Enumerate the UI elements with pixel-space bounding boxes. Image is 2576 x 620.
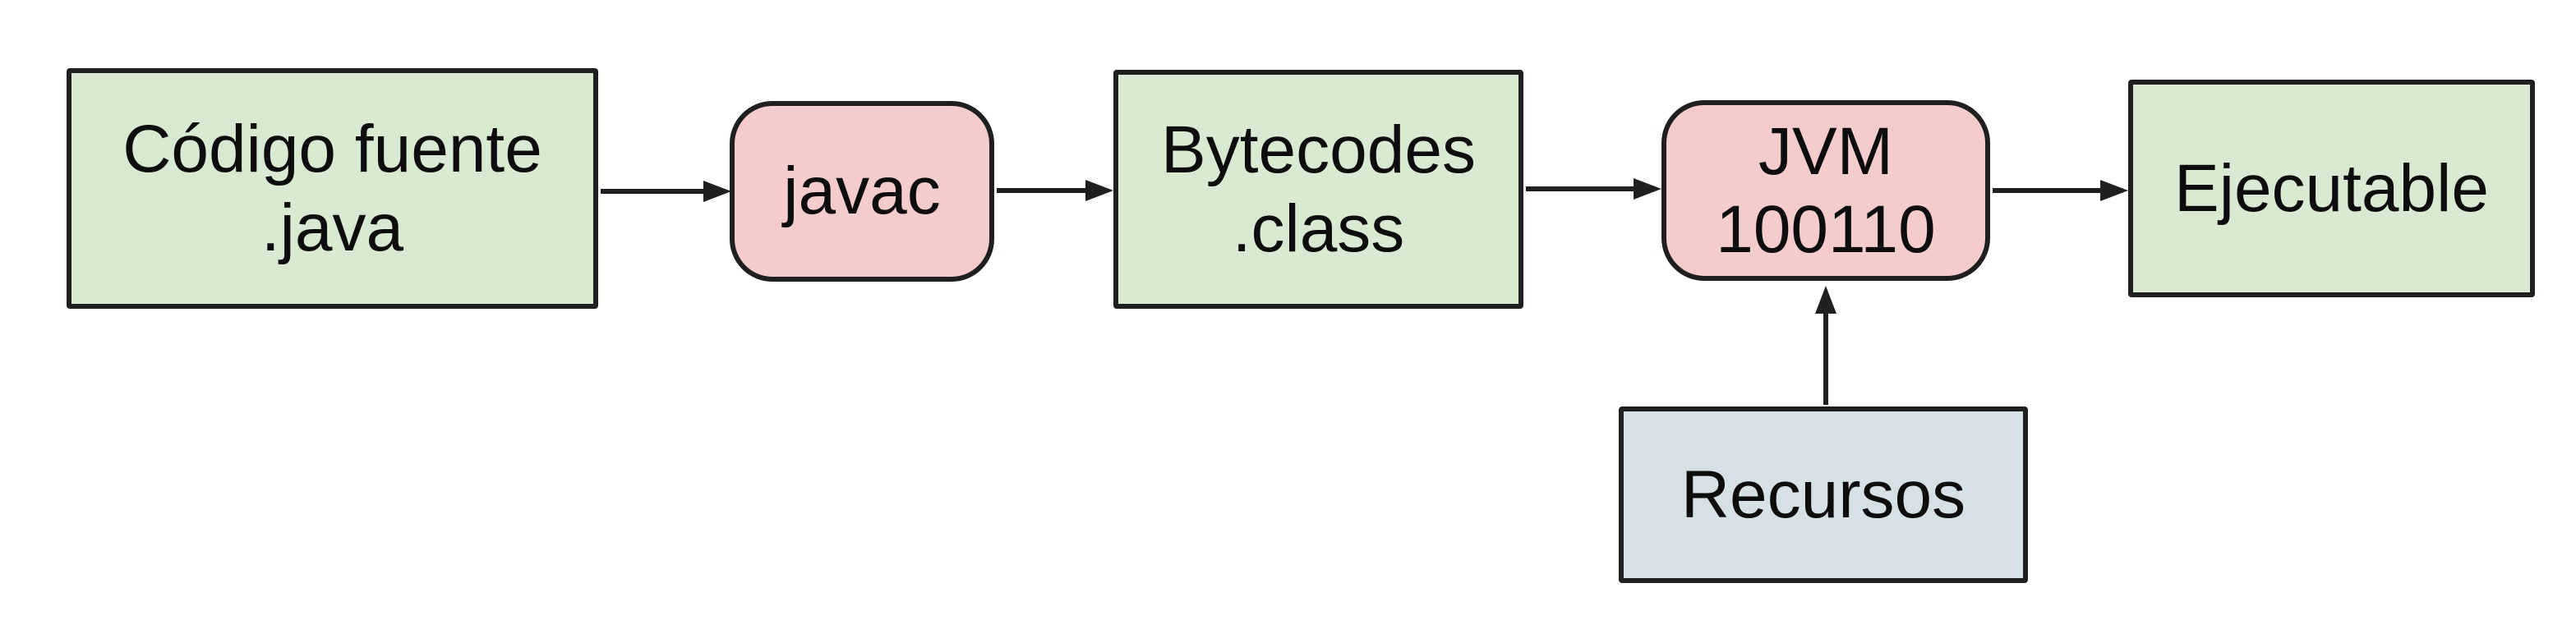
node-label: Ejecutable <box>2174 150 2489 226</box>
node-recursos: Recursos <box>1619 406 2028 583</box>
arrow-recursos-to-jvm <box>1815 286 1836 405</box>
arrow-bytecodes-to-jvm <box>1526 178 1661 200</box>
arrow-javac-to-bytecodes <box>997 180 1113 201</box>
arrow-source-to-javac <box>601 181 731 202</box>
node-label: Recursos <box>1680 457 1966 532</box>
node-label: JVM 100110 <box>1716 113 1936 267</box>
node-javac: javac <box>730 101 994 282</box>
node-label: Bytecodes .class <box>1161 113 1476 266</box>
node-label: Código fuente .java <box>122 112 542 265</box>
node-ejecutable: Ejecutable <box>2128 80 2535 297</box>
arrow-jvm-to-ejecutable <box>1993 180 2128 201</box>
node-jvm: JVM 100110 <box>1661 100 1990 281</box>
node-label: javac <box>783 154 941 229</box>
node-codigo-fuente: Código fuente .java <box>67 68 598 309</box>
node-bytecodes: Bytecodes .class <box>1113 70 1523 309</box>
